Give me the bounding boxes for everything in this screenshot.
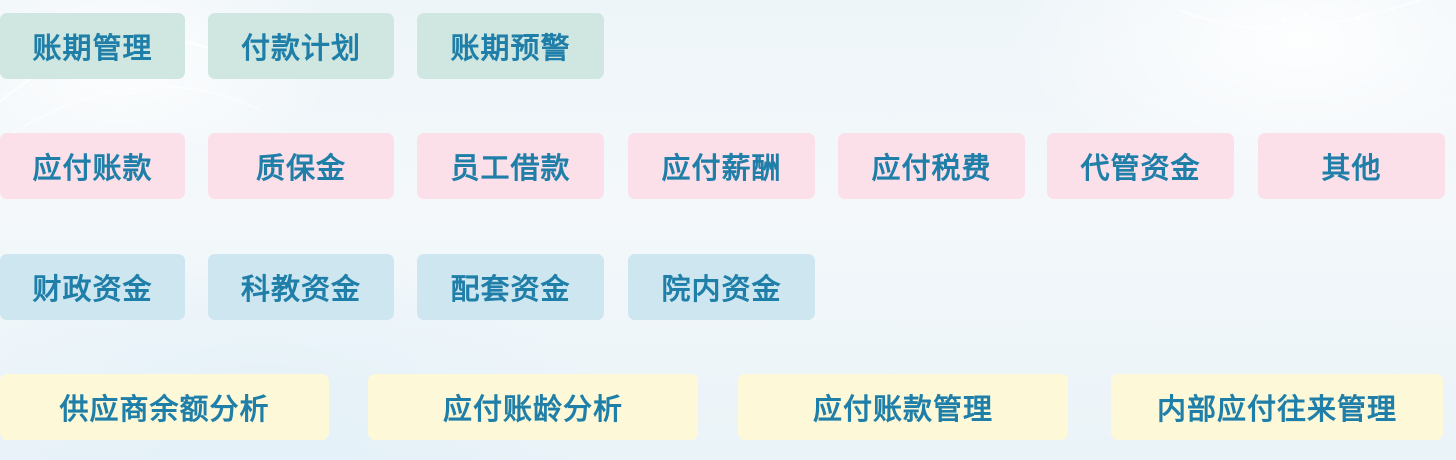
supplier-balance-analysis-button[interactable]: 供应商余额分析 — [0, 374, 329, 440]
other-button[interactable]: 其他 — [1258, 133, 1445, 199]
sparkle-decoration — [1356, 16, 1360, 20]
payable-aging-analysis-button[interactable]: 应付账龄分析 — [368, 374, 698, 440]
accounts-payable-management-button[interactable]: 应付账款管理 — [738, 374, 1068, 440]
sparkle-decoration — [1282, 18, 1286, 22]
warranty-deposit-button[interactable]: 质保金 — [208, 133, 394, 199]
period-management-button[interactable]: 账期管理 — [0, 13, 185, 79]
custody-funds-button[interactable]: 代管资金 — [1047, 133, 1234, 199]
tax-payable-button[interactable]: 应付税费 — [838, 133, 1025, 199]
internal-funds-button[interactable]: 院内资金 — [628, 254, 815, 320]
sparkle-decoration — [1334, 30, 1338, 34]
employee-loan-button[interactable]: 员工借款 — [417, 133, 604, 199]
fiscal-funds-button[interactable]: 财政资金 — [0, 254, 185, 320]
research-education-funds-button[interactable]: 科教资金 — [208, 254, 394, 320]
payment-plan-button[interactable]: 付款计划 — [208, 13, 394, 79]
payroll-payable-button[interactable]: 应付薪酬 — [628, 133, 815, 199]
accounts-payable-button[interactable]: 应付账款 — [0, 133, 185, 199]
matching-funds-button[interactable]: 配套资金 — [417, 254, 604, 320]
period-warning-button[interactable]: 账期预警 — [417, 13, 604, 79]
internal-payables-management-button[interactable]: 内部应付往来管理 — [1111, 374, 1443, 440]
sparkle-decoration — [1304, 12, 1308, 16]
